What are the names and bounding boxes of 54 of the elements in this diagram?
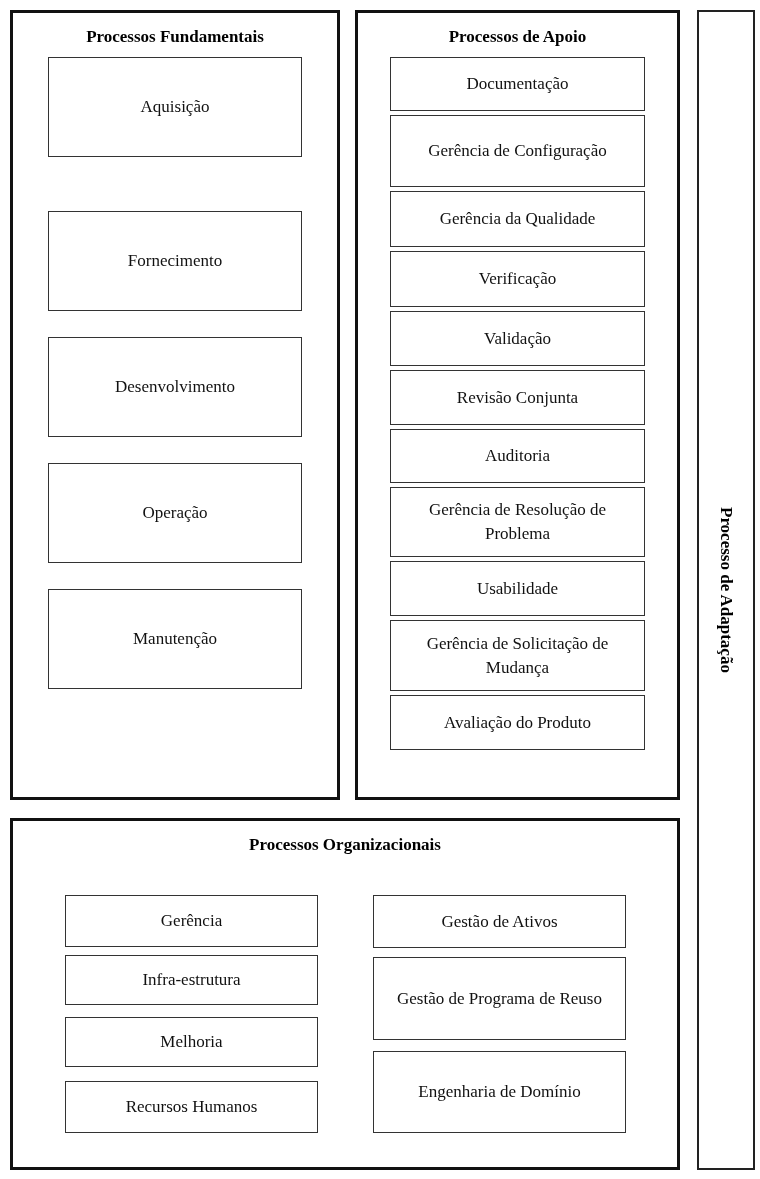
group-title: Processos Organizacionais (248, 835, 442, 855)
process-box (390, 370, 645, 425)
process-box (390, 191, 645, 247)
group-panel (10, 10, 340, 800)
process-box (390, 620, 645, 691)
process-box (390, 487, 645, 557)
process-label: Gerência (159, 910, 224, 933)
process-label: Documentação (465, 73, 570, 96)
process-label: Melhoria (159, 1031, 224, 1054)
process-label: Fornecimento (126, 250, 224, 273)
process-label: Validação (483, 327, 552, 350)
group-panel (355, 10, 680, 800)
group-panel (10, 818, 680, 1170)
process-box (48, 337, 302, 437)
process-box (65, 1081, 318, 1133)
process-label: Engenharia de Domínio (417, 1081, 582, 1104)
process-label: Desenvolvimento (114, 376, 236, 399)
process-box (390, 695, 645, 750)
process-box (65, 895, 318, 947)
process-box (390, 561, 645, 616)
process-label: Infra-estrutura (141, 969, 242, 992)
group-title: Processos de Apoio (447, 27, 588, 47)
group-title: Processos Fundamentais (85, 27, 265, 47)
process-label: Gerência de Resolução de Problema (428, 499, 607, 545)
process-box (48, 589, 302, 689)
process-label: Gerência de Solicitação de Mudança (425, 632, 610, 679)
process-box (65, 1017, 318, 1067)
process-box (390, 115, 645, 187)
process-box (390, 251, 645, 307)
process-label: Gerência de Configuração (427, 140, 608, 163)
process-label: Operação (141, 502, 209, 525)
process-label: Gestão de Ativos (440, 910, 559, 933)
process-label: Gestão de Programa de Reuso (396, 987, 603, 1010)
process-label: Recursos Humanos (124, 1096, 259, 1119)
process-box (390, 429, 645, 483)
process-box (48, 57, 302, 157)
process-box (390, 57, 645, 111)
side-band (697, 10, 755, 1170)
process-box (48, 211, 302, 311)
process-label: Verificação (477, 268, 558, 291)
process-box (373, 1051, 626, 1133)
process-label: Usabilidade (475, 577, 560, 600)
process-box (373, 957, 626, 1040)
band-title: Processo de Adaptação (716, 507, 736, 673)
process-box (373, 895, 626, 948)
process-label: Avaliação do Produto (443, 711, 592, 734)
process-box (65, 955, 318, 1005)
process-label: Auditoria (483, 445, 552, 468)
process-label: Aquisição (139, 96, 211, 119)
process-label: Manutenção (132, 628, 218, 651)
process-box (390, 311, 645, 366)
process-label: Gerência da Qualidade (438, 208, 597, 231)
process-label: Revisão Conjunta (455, 386, 580, 409)
process-box (48, 463, 302, 563)
